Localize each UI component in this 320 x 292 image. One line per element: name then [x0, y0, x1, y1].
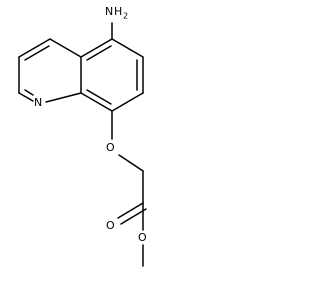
amino-n-label: N	[105, 5, 113, 18]
bond-c2-n1	[18, 92, 34, 102]
ring-n-label: N	[34, 96, 42, 109]
molecule-structure: N H 2 N O O O	[18, 5, 147, 267]
bond-c4a-c5	[80, 38, 113, 58]
bond-c2-n1-inner	[24, 89, 34, 96]
bond-c8-c8a	[80, 92, 113, 112]
ester-o-label: O	[138, 231, 147, 244]
amino-h-label: H	[114, 5, 122, 18]
bond-c4-c3	[18, 38, 51, 58]
bond-c4-c3-inner	[24, 45, 50, 61]
ether-o-label: O	[106, 141, 115, 154]
amino-subscript-label: 2	[123, 12, 128, 21]
atom-labels: N H 2 N O O O	[34, 5, 147, 244]
bond-c8-c8a-inner	[86, 89, 112, 105]
bond-o-ch2	[118, 154, 144, 172]
bond-c4a-c5-inner	[86, 45, 112, 61]
bond-c7-c8	[111, 92, 144, 112]
bond-c-o-double-1	[117, 202, 144, 219]
bonds	[18, 22, 147, 267]
carbonyl-o-label: O	[106, 219, 115, 232]
bond-c-o-double-2	[120, 208, 147, 225]
bond-c4a-c4	[49, 38, 82, 58]
bond-n1-c8a	[45, 92, 82, 103]
bond-c5-c6	[111, 38, 144, 58]
